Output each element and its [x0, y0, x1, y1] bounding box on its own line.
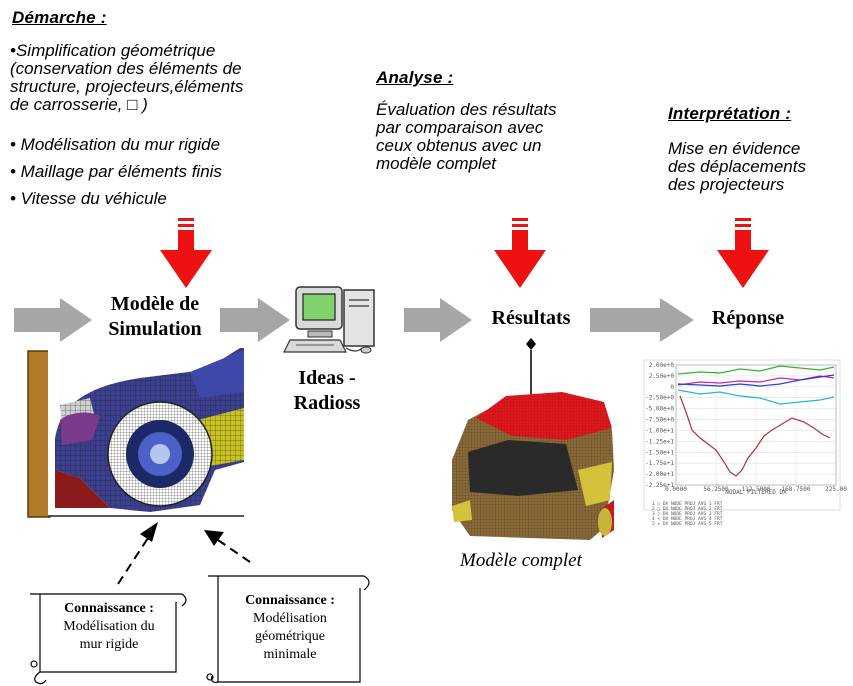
plot-ytick: 2.50e+0	[649, 373, 675, 380]
dashed-arrow-left	[117, 522, 158, 585]
plot-ytick: 2.00e+0	[649, 362, 675, 369]
plot-xlabel: NODAL FILTERED DX	[725, 489, 787, 496]
plot-legend-entry: 4 × DX NODE PROJ AVG 4 FRT	[652, 516, 723, 522]
software-label: Ideas - Radioss	[272, 366, 382, 416]
complete-car-model	[452, 392, 614, 540]
grey-arrow-1	[14, 298, 92, 342]
knowledge-right-line: géométrique	[255, 629, 325, 644]
series-magenta	[677, 375, 835, 386]
plot-legend-entry: 5 + DX NODE PROJ AVG 5 FRT	[652, 521, 723, 527]
analyse-title: Analyse :	[376, 68, 454, 87]
plot-xtick: 168.7500	[782, 486, 811, 493]
analyse-text: Évaluation des résultats par comparaison…	[376, 101, 557, 173]
plot-ytick: -2.00e+1	[645, 471, 674, 478]
plot-ytick: 0	[670, 384, 674, 391]
demarche-bullet: • Vitesse du véhicule	[10, 189, 167, 208]
plot-legend-entry: 1 ○ DX NODE PROJ AVG 1 FRT	[652, 501, 723, 507]
demarche-title: Démarche :	[12, 8, 107, 27]
plot-ytick: -7.50e+0	[645, 417, 674, 424]
grey-arrow-2	[220, 298, 290, 342]
plot-ytick: -2.25e+1	[645, 482, 674, 489]
knowledge-left-title: Connaissance :	[64, 601, 154, 616]
model-label-line1: Modèle de	[110, 293, 200, 315]
demarche-intro-line: structure, projecteurs,éléments	[10, 77, 244, 96]
interpretation-line: Mise en évidence	[668, 139, 801, 158]
red-arrow-interpretation	[717, 218, 769, 288]
analyse-line: Évaluation des résultats	[376, 100, 557, 119]
plot-xtick: 56.2500	[703, 486, 729, 493]
interpretation-title: Interprétation :	[668, 104, 792, 123]
red-arrow-demarche	[160, 218, 212, 288]
simulation-car-model	[27, 342, 244, 518]
model-label-line2: Simulation	[108, 318, 202, 340]
plot-ytick: -2.50e+0	[645, 395, 674, 402]
dashed-arrow-right	[204, 530, 251, 563]
interpretation-line: des projecteurs	[668, 175, 785, 194]
demarche-bullets: • Modélisation du mur rigide • Maillage …	[10, 136, 222, 208]
red-arrow-analyse	[494, 218, 546, 288]
knowledge-left-line: Modélisation du	[63, 619, 155, 634]
complete-model-caption: Modèle complet	[460, 550, 582, 571]
result-connector	[526, 338, 536, 400]
plot-ytick: -1.75e+1	[645, 460, 674, 467]
knowledge-right: Connaissance : Modélisation géométrique …	[220, 592, 360, 664]
knowledge-left-line: mur rigide	[79, 637, 139, 652]
plot-legend-entry: 2 □ DX NODE PROJ AVG 2 FRT	[652, 506, 723, 512]
series-blue	[677, 374, 835, 387]
knowledge-left: Connaissance : Modélisation du mur rigid…	[42, 600, 176, 654]
grey-arrow-3	[404, 298, 472, 342]
knowledge-right-title: Connaissance :	[245, 593, 335, 608]
knowledge-right-line: minimale	[263, 647, 317, 662]
demarche-intro: •Simplification géométrique (conservatio…	[10, 42, 243, 114]
demarche-bullet: • Modélisation du mur rigide	[10, 135, 221, 154]
plot-legend-entry: 3 ◊ DX NODE PROJ AVG 3 FRT	[652, 511, 723, 517]
demarche-intro-line: de carrosserie, □ )	[10, 95, 148, 114]
plot-ytick: -1.00e+1	[645, 427, 674, 434]
plot-ytick: -1.50e+1	[645, 449, 674, 456]
model-label: Modèle de Simulation	[90, 292, 220, 342]
software-label-line2: Radioss	[293, 392, 361, 414]
scroll-right-outline	[206, 575, 370, 683]
response-label: Réponse	[711, 307, 785, 329]
analyse-line: ceux obtenus avec un	[376, 136, 542, 155]
series-red	[679, 395, 831, 477]
analyse-line: par comparaison avec	[376, 118, 544, 137]
plot-xtick: 112.5000	[742, 486, 771, 493]
plot-ytick: -1.25e+1	[645, 438, 674, 445]
demarche-intro-line: •Simplification géométrique	[10, 41, 216, 60]
demarche-intro-line: (conservation des éléments de	[10, 59, 242, 78]
interpretation-line: des déplacements	[668, 157, 806, 176]
scroll-left-outline	[30, 593, 187, 685]
results-label: Résultats	[491, 307, 571, 329]
software-label-line1: Ideas -	[298, 367, 356, 389]
computer-icon	[283, 286, 375, 354]
plot-ytick: -5.00e+0	[645, 406, 674, 413]
grey-arrow-4	[590, 298, 694, 342]
plot-xtick: 0.0000	[665, 486, 687, 493]
response-plot: 2.00e+0 2.50e+0 0 -2.50e+0 -5.00e+0 -7.50e+0 -…	[643, 359, 847, 527]
analyse-line: modèle complet	[376, 154, 497, 173]
interpretation-text: Mise en évidence des déplacements des pr…	[668, 140, 806, 194]
demarche-bullet: • Maillage par éléments finis	[10, 162, 222, 181]
series-green	[677, 365, 835, 375]
knowledge-right-line: Modélisation	[253, 611, 327, 626]
series-cyan	[677, 389, 835, 405]
plot-xtick: 225.00	[825, 486, 847, 493]
